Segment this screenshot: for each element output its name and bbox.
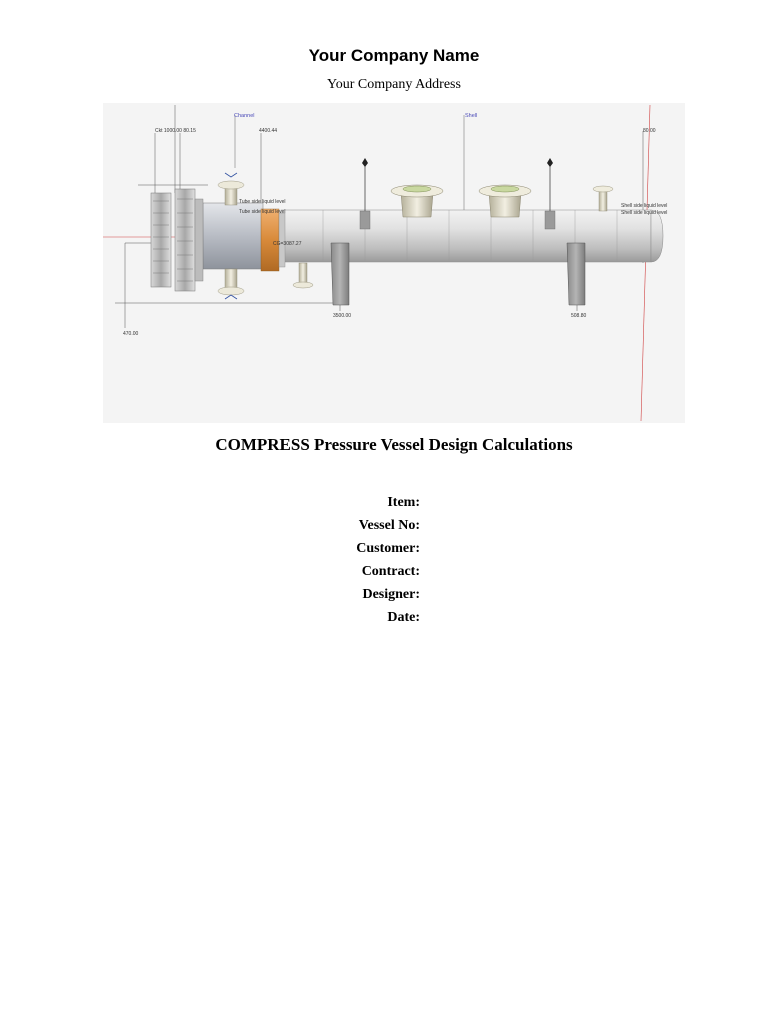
- channel-nozzle-bottom: [224, 268, 238, 290]
- field-customer-label: Customer:: [356, 541, 420, 556]
- field-designer-label: Designer:: [362, 587, 420, 602]
- vent-nozzle: [598, 188, 608, 212]
- shell-head: [650, 209, 664, 263]
- shell-liquid-level-1: Shell side liquid level: [621, 203, 667, 209]
- field-date-label: Date:: [387, 610, 420, 625]
- dim-saddle-1: 3500.00: [333, 313, 351, 319]
- label-channel: Channel: [234, 113, 255, 119]
- dim-bottom-left: 470.00: [123, 331, 139, 337]
- field-contract-label: Contract:: [361, 564, 420, 579]
- level-gauge-1: [359, 158, 371, 230]
- level-gauge-2: [544, 158, 556, 230]
- red-vertical: [640, 104, 651, 422]
- dim-top-mid: 4400.44: [259, 128, 277, 134]
- shell-nozzle-2: [478, 184, 532, 218]
- dim-saddle-2: 508.80: [571, 313, 587, 319]
- dim-top-right: 80.00: [643, 128, 656, 134]
- channel-flange-2: [174, 188, 196, 292]
- field-vessel-no-label: Vessel No:: [358, 518, 420, 533]
- document-title: COMPRESS Pressure Vessel Design Calculat…: [215, 435, 573, 454]
- orange-band: [260, 208, 280, 272]
- saddle-2: [566, 242, 586, 306]
- company-address: Your Company Address: [327, 77, 461, 92]
- label-shell: Shell: [465, 113, 477, 119]
- drain-nozzle: [298, 262, 308, 284]
- tube-liquid-level-1: Tube side liquid level: [239, 199, 286, 205]
- shell-liquid-level-2: Shell side liquid level: [621, 210, 667, 216]
- dim-cg: CG=3087.27: [273, 241, 302, 247]
- company-name: Your Company Name: [308, 46, 480, 65]
- tube-liquid-level-2: Tube side liquid level: [239, 209, 286, 215]
- dimension-lines: [115, 105, 644, 328]
- dim-top-left: Ckt 1000.00 80.15: [155, 128, 196, 134]
- channel-flange-1: [150, 192, 172, 288]
- field-list: Item: Vessel No: Customer: Contract: Des…: [300, 493, 420, 631]
- vessel-drawing: Channel Shell Ckt 1000.00 80.15 4400.44 …: [103, 103, 685, 423]
- shell-nozzle-1: [390, 184, 444, 218]
- field-item-label: Item:: [387, 495, 420, 510]
- saddle-1: [330, 242, 350, 306]
